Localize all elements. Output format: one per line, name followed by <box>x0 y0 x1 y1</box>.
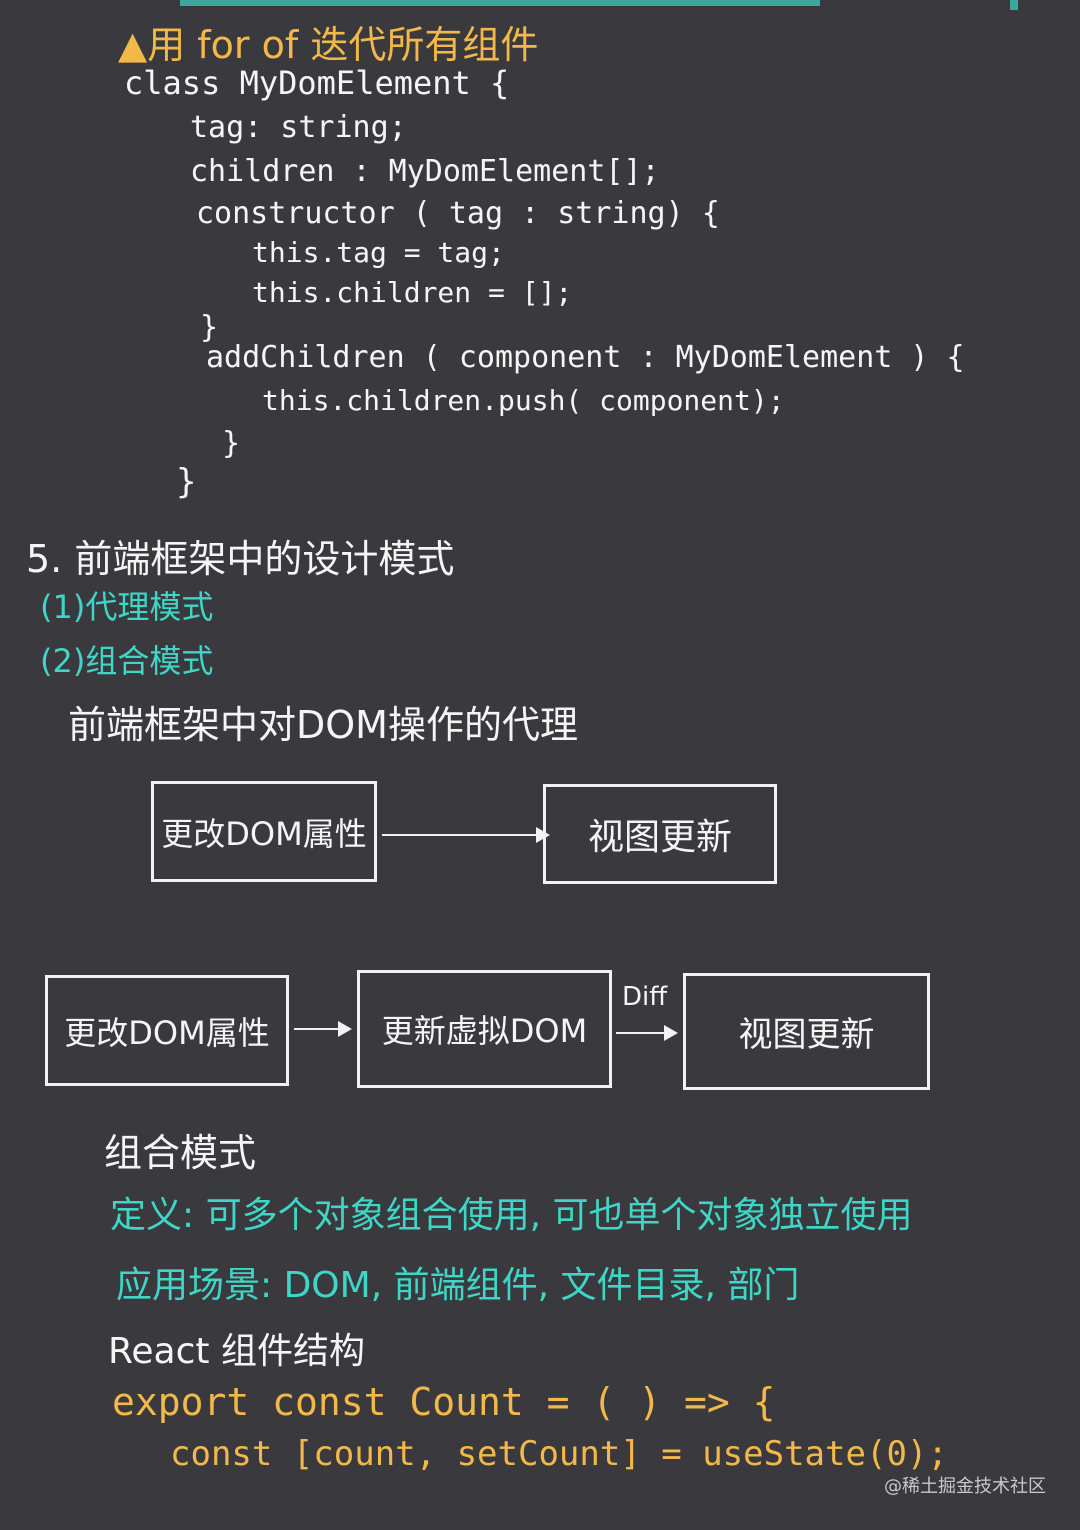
code-line: class MyDomElement { <box>124 64 510 102</box>
scenarios-line: 应用场景: DOM, 前端组件, 文件目录, 部门 <box>116 1265 800 1306</box>
code-line: this.children.push( component); <box>262 384 785 417</box>
diagram1-box-view-update: 视图更新 <box>543 784 777 884</box>
react-code-line: const [count, setCount] = useState(0); <box>170 1434 948 1474</box>
code-line: tag: string; <box>190 110 407 145</box>
arrow-icon <box>616 1025 678 1041</box>
cropped-top-line <box>0 0 1080 10</box>
list-item-proxy: (1)代理模式 <box>40 588 214 626</box>
code-line: } <box>200 310 219 345</box>
definition-line: 定义: 可多个对象组合使用, 可也单个对象独立使用 <box>110 1195 913 1236</box>
composite-heading: 组合模式 <box>104 1131 257 1175</box>
code-line: } <box>222 426 241 461</box>
diagram2-box-view-update: 视图更新 <box>683 973 930 1090</box>
code-line: this.children = []; <box>252 276 573 309</box>
proxy-heading: 前端框架中对DOM操作的代理 <box>68 703 578 747</box>
watermark: @稀土掘金技术社区 <box>884 1476 1046 1497</box>
arrow-icon <box>294 1021 352 1037</box>
code-line: } <box>176 462 197 502</box>
react-heading: React 组件结构 <box>108 1331 365 1372</box>
code-line: addChildren ( component : MyDomElement )… <box>206 340 965 375</box>
arrow-icon <box>382 827 550 843</box>
diagram2-box-change-dom: 更改DOM属性 <box>45 975 289 1086</box>
diagram1-box-change-dom: 更改DOM属性 <box>151 781 377 882</box>
code-line: this.tag = tag; <box>252 236 505 269</box>
diagram2-box-update-vdom: 更新虚拟DOM <box>357 970 612 1088</box>
diff-label: Diff <box>622 982 668 1012</box>
section-heading: 5. 前端框架中的设计模式 <box>26 537 455 581</box>
react-code-line: export const Count = ( ) => { <box>112 1380 776 1424</box>
code-line: children : MyDomElement[]; <box>190 154 660 189</box>
list-item-composite: (2)组合模式 <box>40 642 214 680</box>
code-line: constructor ( tag : string) { <box>196 196 720 231</box>
for-of-note: ▲用 for of 迭代所有组件 <box>118 23 539 67</box>
